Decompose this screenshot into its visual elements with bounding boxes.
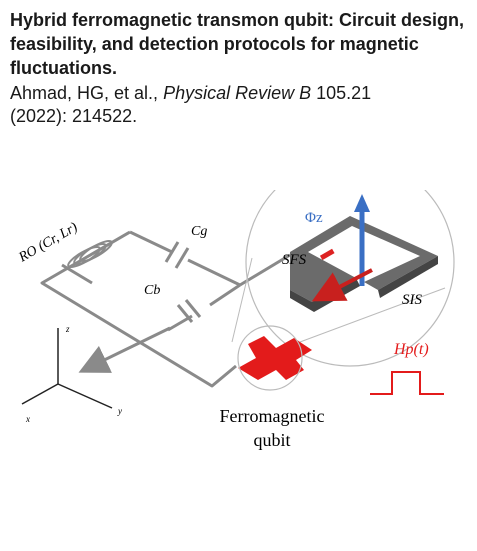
caption-line2: qubit	[253, 430, 290, 450]
coordinate-axes	[21, 328, 113, 409]
zoom-lines	[231, 257, 446, 343]
pulse-waveform	[370, 371, 444, 395]
citation-block: Hybrid ferromagnetic transmon qubit: Cir…	[10, 8, 470, 128]
zoom-circle	[245, 190, 455, 367]
cb-label: Cb	[144, 283, 160, 298]
paper-reference: Ahmad, HG, et al., Physical Review B 105…	[10, 82, 470, 128]
ferromagnet-highlight	[237, 325, 303, 391]
paper-journal: Physical Review B	[163, 83, 312, 103]
paper-authors: Ahmad, HG, et al.,	[10, 83, 164, 103]
sis-label: SIS	[402, 292, 422, 308]
paper-year-article: (2022): 214522.	[10, 106, 138, 126]
cg-label: Cg	[191, 224, 207, 239]
readout-label: RO (Cr, Lr)	[16, 220, 81, 266]
paper-volume: 105.21	[311, 83, 372, 103]
capacitor-cb	[176, 299, 202, 323]
flux-arrow	[78, 326, 171, 373]
hp-label: Hp(t)	[393, 341, 429, 358]
capacitor-cg	[164, 241, 190, 269]
readout-resonator	[67, 240, 113, 268]
paper-title: Hybrid ferromagnetic transmon qubit: Cir…	[10, 10, 465, 78]
ferromagnet-cross	[238, 336, 312, 380]
sfs-junction	[319, 248, 335, 261]
axis-x-label: x	[25, 414, 30, 424]
red-arrow	[311, 268, 373, 302]
caption-line1: Ferromagnetic	[220, 406, 325, 426]
axis-z-label: z	[65, 324, 70, 334]
axis-y-label: y	[117, 406, 122, 416]
phi-label: Φz	[305, 210, 323, 226]
sfs-label: SFS	[282, 252, 307, 268]
circuit-figure: z x y RO (Cr, Lr) Cg Cb Φz SFS SIS Hp(t)…	[16, 190, 455, 450]
phi-arrow-head	[354, 194, 370, 212]
